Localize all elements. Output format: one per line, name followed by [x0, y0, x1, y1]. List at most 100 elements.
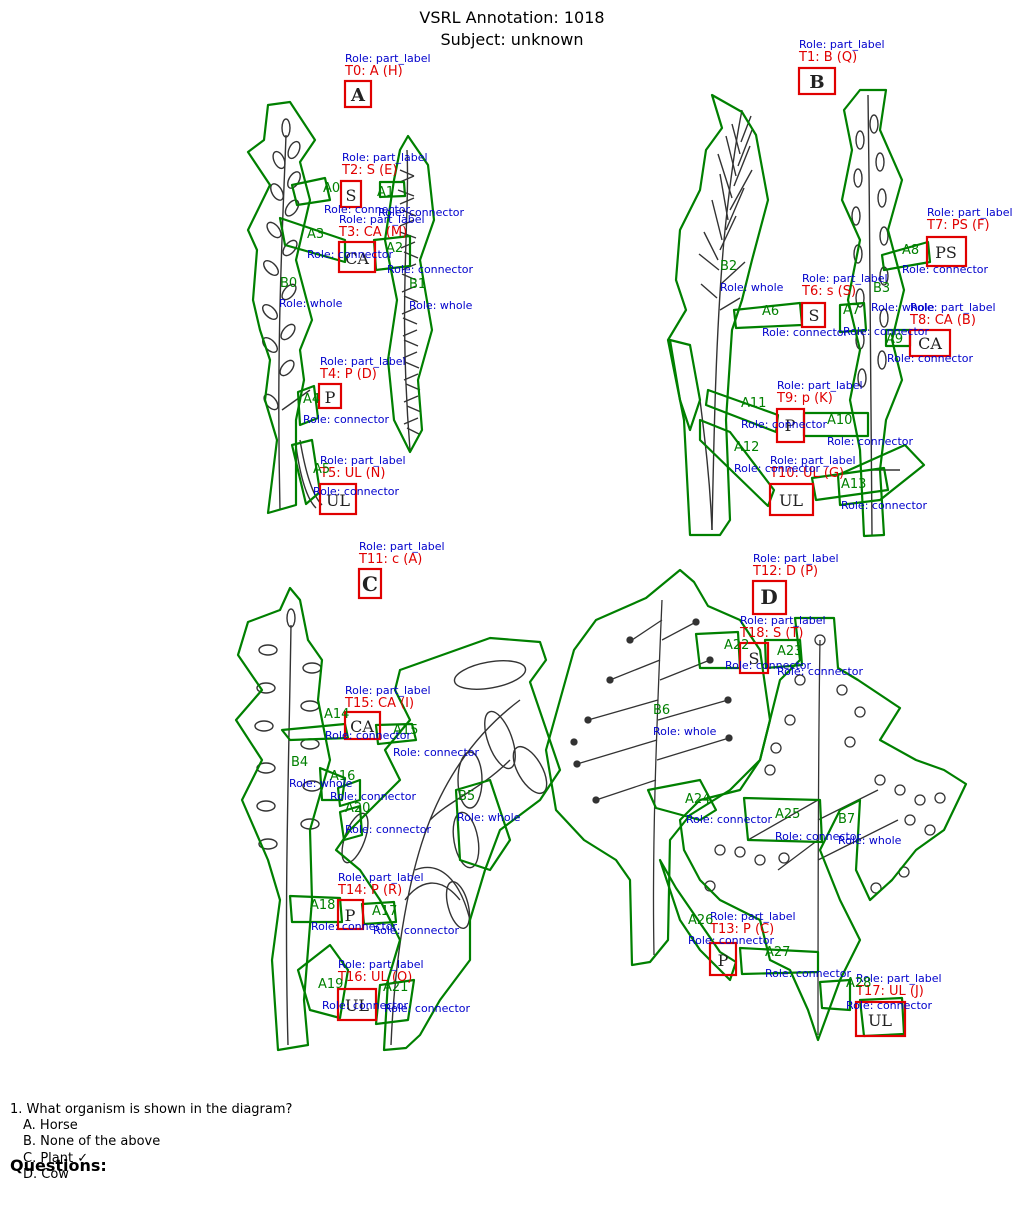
region-id-a14: A14 — [324, 707, 349, 722]
question-text: 1. What organism is shown in the diagram… — [10, 1102, 292, 1117]
box-letter-t12: D — [760, 585, 777, 609]
region-id-a11: A11 — [741, 396, 766, 411]
label-role-t0: Role: part_label — [345, 52, 431, 65]
box-letter-t1: B — [809, 72, 824, 93]
label-role-t7: Role: part_label — [927, 206, 1013, 219]
region-role-b3: Role: whole — [871, 301, 935, 314]
region-role-b7: Role: whole — [838, 834, 902, 847]
region-role-a2: Role: connector — [387, 263, 473, 276]
label-role-t2: Role: part_label — [342, 151, 428, 164]
label-caption-t12: T12: D (P) — [752, 564, 818, 579]
region-id-a3: A3 — [307, 227, 324, 242]
region-role-a4: Role: connector — [303, 413, 389, 426]
region-role-b6: Role: whole — [653, 725, 717, 738]
label-caption-t15: T15: CA (I) — [344, 696, 414, 711]
box-letter-t4: P — [325, 388, 336, 407]
box-letter-t13: P — [718, 951, 729, 970]
box-letter-t11: C — [362, 572, 378, 596]
region-role-a1: Role: connector — [378, 206, 464, 219]
region-id-a21: A21 — [383, 980, 408, 995]
region-role-a9: Role: connector — [887, 352, 973, 365]
box-letter-t10: UL — [779, 491, 803, 510]
box-letter-t0: A — [350, 85, 366, 106]
region-id-a24: A24 — [685, 792, 710, 807]
region-id-b4: B4 — [291, 755, 308, 770]
label-role-t14: Role: part_label — [338, 871, 424, 884]
region-id-a26: A26 — [688, 913, 713, 928]
region-role-b5: Role: whole — [457, 811, 521, 824]
region-role-b4: Role: whole — [289, 777, 353, 790]
label-caption-t3: T3: CA (M) — [338, 225, 407, 240]
region-id-a23: A23 — [777, 644, 802, 659]
region-id-b1: B1 — [409, 277, 426, 292]
region-role-a20: Role: connector — [345, 823, 431, 836]
answer-option: B. None of the above — [23, 1134, 160, 1149]
region-id-b3: B3 — [873, 281, 890, 296]
label-role-t13: Role: part_label — [710, 910, 796, 923]
region-id-a8: A8 — [902, 243, 919, 258]
region-id-a0: A0 — [323, 181, 340, 196]
label-caption-t2: T2: S (E) — [341, 163, 397, 178]
region-role-b2: Role: whole — [720, 281, 784, 294]
region-role-a11: Role: connector — [741, 418, 827, 431]
region-id-a7: A7 — [843, 303, 860, 318]
region-role-a8: Role: connector — [902, 263, 988, 276]
region-role-b0: Role: whole — [279, 297, 343, 310]
label-caption-t0: T0: A (H) — [344, 64, 403, 79]
questions-heading: Questions: — [10, 1156, 107, 1175]
region-id-a17: A17 — [372, 904, 397, 919]
region-role-a10: Role: connector — [827, 435, 913, 448]
region-id-a27: A27 — [765, 945, 790, 960]
region-role-a15: Role: connector — [393, 746, 479, 759]
label-role-t18: Role: part_label — [740, 614, 826, 627]
region-role-a12: Role: connector — [734, 462, 820, 475]
region-id-a10: A10 — [827, 413, 852, 428]
label-role-t12: Role: part_label — [753, 552, 839, 565]
label-caption-t11: T11: c (A) — [358, 552, 422, 567]
region-id-a5: A5 — [313, 462, 330, 477]
region-id-a18: A18 — [310, 898, 335, 913]
region-role-a26: Role: connector — [688, 934, 774, 947]
label-role-t4: Role: part_label — [320, 355, 406, 368]
region-id-a12: A12 — [734, 440, 759, 455]
label-role-t1: Role: part_label — [799, 38, 885, 51]
region-role-a14: Role: connector — [325, 729, 411, 742]
region-id-a25: A25 — [775, 807, 800, 822]
region-id-b0: B0 — [280, 276, 297, 291]
label-role-t5: Role: part_label — [320, 454, 406, 467]
region-id-b2: B2 — [720, 259, 737, 274]
region-id-b5: B5 — [458, 789, 475, 804]
region-id-b7: B7 — [838, 812, 855, 827]
annotated-diagram: A B S CA P UL S PS CA P UL C D P P CA UL… — [0, 0, 1024, 1090]
region-role-a24: Role: connector — [686, 813, 772, 826]
region-role-a16: Role: connector — [330, 790, 416, 803]
region-role-a23: Role: connector — [777, 665, 863, 678]
label-role-t15: Role: part_label — [345, 684, 431, 697]
answer-option: A. Horse — [23, 1118, 78, 1133]
region-id-a1: A1 — [377, 185, 394, 200]
region-id-a19: A19 — [318, 977, 343, 992]
label-caption-t14: T14: P (R) — [337, 883, 402, 898]
box-letter-t7: PS — [935, 243, 957, 262]
region-role-b1: Role: whole — [409, 299, 473, 312]
region-role-a7: Role: connector — [843, 325, 929, 338]
box-letter-t6: S — [809, 306, 820, 325]
region-id-b6: B6 — [653, 703, 670, 718]
label-role-t16: Role: part_label — [338, 958, 424, 971]
box-letter-t17: UL — [868, 1011, 892, 1030]
region-id-a22: A22 — [724, 638, 749, 653]
region-role-a13: Role: connector — [841, 499, 927, 512]
label-caption-t6: T6: s (S) — [801, 284, 856, 299]
region-id-a20: A20 — [345, 801, 370, 816]
label-role-t11: Role: part_label — [359, 540, 445, 553]
region-role-a6: Role: connector — [762, 326, 848, 339]
region-role-a17: Role: connector — [373, 924, 459, 937]
region-id-a6: A6 — [762, 304, 779, 319]
label-caption-t9: T9: p (K) — [776, 391, 833, 406]
region-role-a28: Role: connector — [846, 999, 932, 1012]
label-caption-t7: T7: PS (F) — [926, 218, 990, 233]
region-id-a13: A13 — [841, 477, 866, 492]
region-role-a5: Role: connector — [313, 485, 399, 498]
region-role-a21: Role: connector — [384, 1002, 470, 1015]
region-id-a4: A4 — [303, 392, 320, 407]
